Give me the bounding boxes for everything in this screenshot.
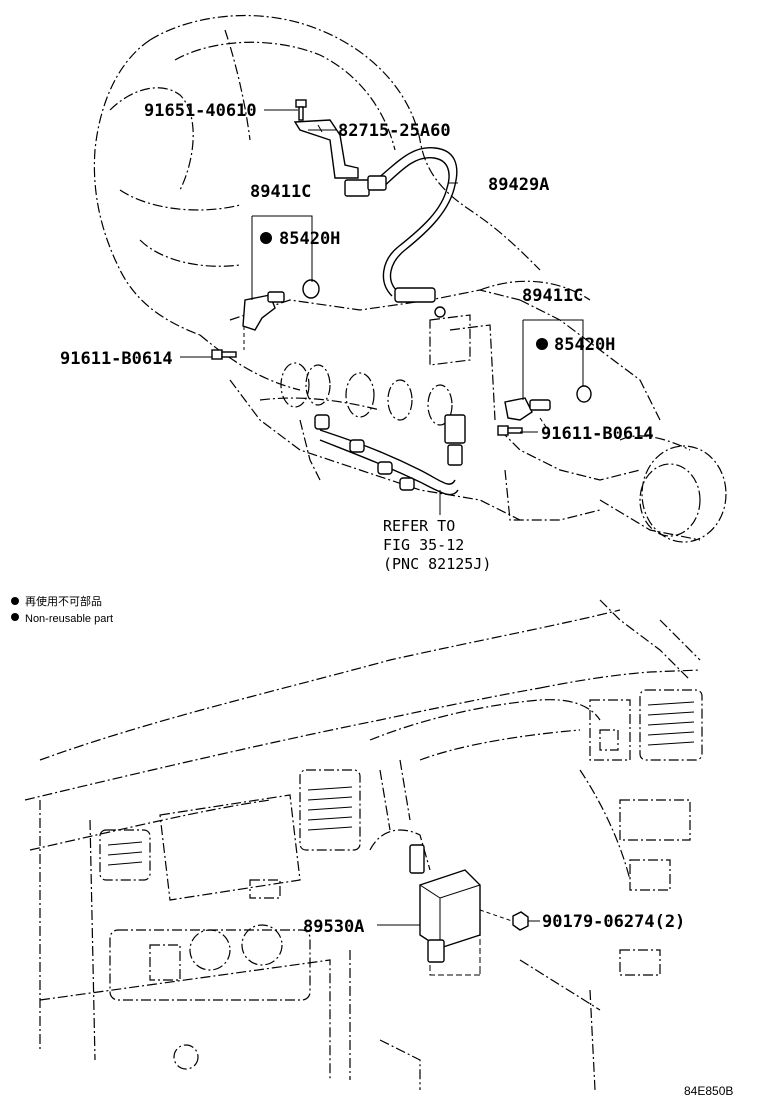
ecu-part — [409, 844, 516, 976]
label-bracket: 82715-25A60 — [338, 121, 451, 141]
label-sensor-left: 89411C — [250, 182, 311, 202]
label-bolt-right: 91611-B0614 — [541, 424, 654, 444]
reference-line-3: (PNC 82125J) — [383, 555, 491, 573]
sensor-right-part — [504, 319, 592, 421]
leader-lines-lower — [377, 920, 540, 926]
bolt-left-part — [211, 349, 237, 360]
label-bolt-top: 91651-40610 — [144, 101, 257, 121]
non-reusable-marker-right — [536, 338, 548, 350]
label-sensor-left-sub: 85420H — [279, 229, 340, 249]
illustration-id: 84E850B — [684, 1084, 733, 1098]
label-ecu: 89530A — [303, 917, 364, 937]
reference-line-1: REFER TO — [383, 517, 455, 535]
label-sensor-right: 89411C — [522, 286, 583, 306]
nut-part — [512, 911, 529, 931]
dashboard-illustration — [24, 599, 703, 1091]
sensor-left-part — [242, 215, 320, 331]
legend-english: Non-reusable part — [25, 613, 113, 625]
label-harness: 89429A — [488, 175, 549, 195]
leader-lines-upper — [180, 109, 549, 433]
label-nut: 90179-06274(2) — [542, 912, 685, 932]
reference-line-2: FIG 35-12 — [383, 536, 464, 554]
bolt-top-part — [295, 99, 307, 121]
non-reusable-marker-left — [260, 232, 272, 244]
legend-japanese: 再使用不可部品 — [25, 594, 102, 608]
bracket-part — [293, 119, 359, 179]
legend-marker-en — [11, 613, 19, 621]
legend-marker-ja — [11, 597, 19, 605]
harness-part — [344, 147, 458, 318]
label-bolt-left: 91611-B0614 — [60, 349, 173, 369]
bolt-right-part — [497, 425, 523, 436]
label-sensor-right-sub: 85420H — [554, 335, 615, 355]
engine-illustration — [93, 14, 727, 543]
